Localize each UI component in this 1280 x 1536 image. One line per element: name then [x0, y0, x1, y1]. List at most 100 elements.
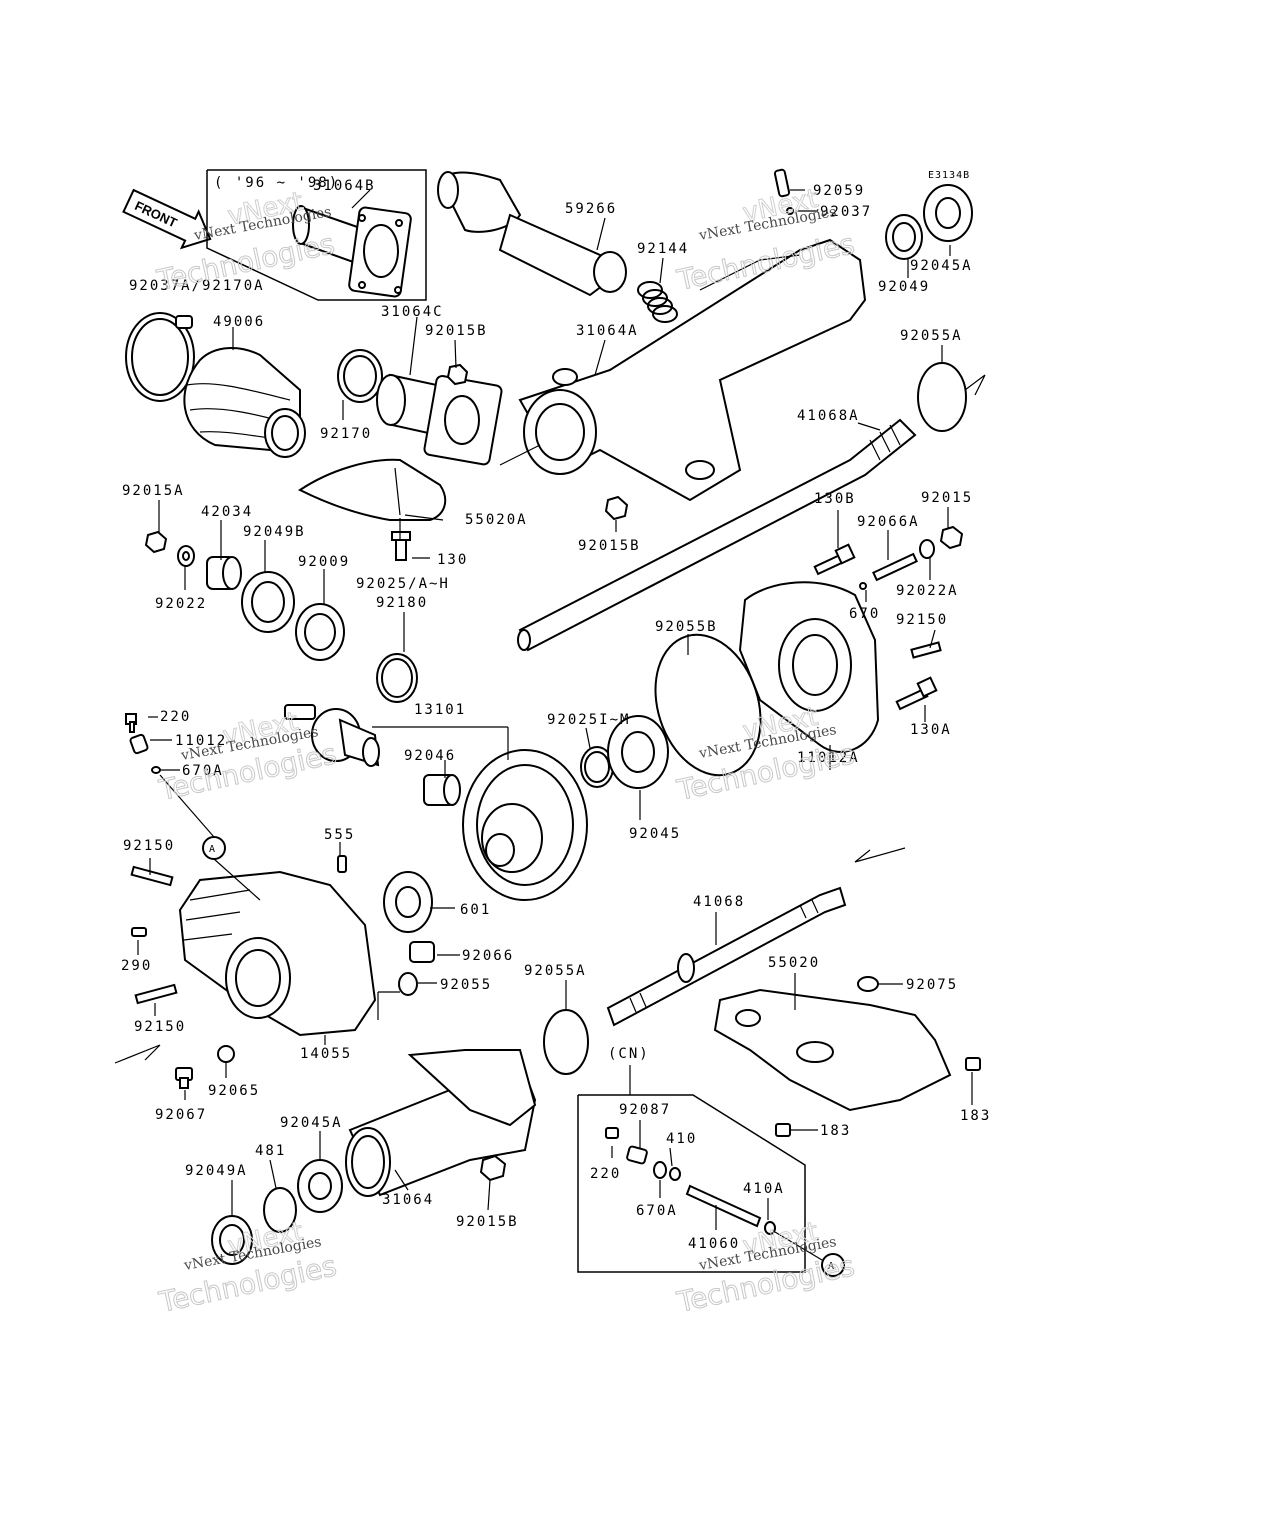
label-92037: 92037 [820, 204, 872, 220]
label-220-top: 220 [160, 709, 191, 725]
label-92045a-bot: 92045A [280, 1115, 343, 1131]
label-670a-bot: 670A [636, 1203, 678, 1219]
part-92009-seal [295, 603, 345, 661]
label-92150-left-1: 92150 [123, 838, 175, 854]
part-555-pin [337, 855, 347, 873]
part-92037-clip [786, 207, 794, 215]
year-range-note: ( '96 ~ '98) [214, 175, 339, 191]
part-92015b-nut-b [604, 495, 629, 521]
label-130b: 130B [814, 491, 856, 507]
part-13101-ring-gear [462, 749, 588, 901]
part-130a-bolt [895, 676, 938, 711]
callout-a-bottom-label: A [828, 1261, 835, 1272]
part-92015-nut [939, 525, 964, 550]
watermark-6: vNext vNext Technologies Technologies [673, 1216, 858, 1319]
part-92150-stud-left-2 [134, 983, 178, 1005]
label-92150-right: 92150 [896, 612, 948, 628]
part-11012-breather [129, 733, 149, 755]
part-41060-shaft [685, 1184, 762, 1228]
label-410: 410 [666, 1131, 697, 1147]
part-601-bearing [383, 871, 433, 933]
label-92015: 92015 [921, 490, 973, 506]
label-92045: 92045 [629, 826, 681, 842]
part-92087 [626, 1145, 648, 1165]
label-31064a: 31064A [576, 323, 639, 339]
part-92045a-bearing-bot [297, 1159, 343, 1213]
label-31064b: 31064B [313, 178, 376, 194]
label-31064: 31064 [382, 1192, 434, 1208]
part-183-bolt-a [965, 1057, 981, 1071]
label-92170: 92170 [320, 426, 372, 442]
label-220-bot: 220 [590, 1166, 621, 1182]
label-92015b-b: 92015B [578, 538, 641, 554]
leader-lines [137, 189, 973, 1261]
label-49006: 49006 [213, 314, 265, 330]
label-92067: 92067 [155, 1107, 207, 1123]
label-670a-top: 670A [182, 763, 224, 779]
label-92037a-92170a: 92037A/92170A [129, 278, 265, 294]
part-31064a-housing [518, 238, 867, 502]
part-130b-bolt [813, 543, 856, 576]
label-92049: 92049 [878, 279, 930, 295]
label-555: 555 [324, 827, 355, 843]
part-92055-oring [398, 972, 418, 996]
part-92180-shim [376, 653, 418, 703]
part-92075-cap [857, 976, 879, 992]
part-130-bolt [391, 531, 411, 561]
cn-note: (CN) [608, 1046, 650, 1062]
label-290: 290 [121, 958, 152, 974]
label-183-a: 183 [960, 1108, 991, 1124]
part-92015a-nut [144, 530, 168, 554]
part-92150-stud-left-1 [130, 865, 174, 887]
part-55020-skid-plate [713, 988, 952, 1112]
part-92150-stud-right [910, 641, 942, 659]
part-92066a-stud [872, 552, 918, 582]
part-13101-pinion [284, 704, 380, 767]
part-92055a-oring-top [917, 362, 967, 432]
label-11012: 11012 [175, 733, 227, 749]
callout-a-top-label: A [209, 844, 216, 855]
part-92015b-nut-c [479, 1154, 507, 1182]
label-55020: 55020 [768, 955, 820, 971]
watermark-5: vNext vNext Technologies Technologies [155, 1216, 340, 1319]
part-92022-washer [177, 545, 195, 567]
year-range-box: ( '96 ~ '98) [206, 169, 427, 301]
part-183-bolt-b [775, 1123, 791, 1137]
part-92067-plug [175, 1067, 193, 1089]
front-arrow-icon: FRONT [122, 188, 212, 250]
label-601: 601 [460, 902, 491, 918]
label-92015a: 92015A [122, 483, 185, 499]
part-670a-washer-bot [653, 1161, 667, 1179]
label-92015b-a: 92015B [425, 323, 488, 339]
part-92022a-washer [919, 539, 935, 559]
part-41068a-axle [517, 418, 917, 652]
label-41068a: 41068A [797, 408, 860, 424]
part-92170-clamp [337, 349, 383, 403]
label-92022: 92022 [155, 596, 207, 612]
part-92055a-oring-mid [543, 1009, 589, 1075]
label-92009: 92009 [298, 554, 350, 570]
label-130: 130 [437, 552, 468, 568]
part-31064b [292, 205, 412, 298]
part-92046-bearing [423, 774, 461, 806]
part-31064c-joint [376, 373, 503, 466]
label-41060: 41060 [688, 1236, 740, 1252]
label-14055: 14055 [300, 1046, 352, 1062]
part-481-snap-ring [263, 1187, 297, 1233]
label-183-b: 183 [820, 1123, 851, 1139]
label-92075: 92075 [906, 977, 958, 993]
label-92055: 92055 [440, 977, 492, 993]
alignment-arrows [114, 374, 986, 1064]
label-92144: 92144 [637, 241, 689, 257]
label-92087: 92087 [619, 1102, 671, 1118]
part-92144-spring [637, 281, 678, 323]
label-92049b: 92049B [243, 524, 306, 540]
part-59266-drive-shaft [437, 171, 627, 297]
part-92055b-oring [654, 633, 762, 777]
label-11012a: 11012A [797, 750, 860, 766]
part-14055-case [178, 870, 377, 1037]
label-92025-i-m: 92025I~M [547, 712, 630, 728]
part-92059-pin [773, 168, 791, 198]
part-92015b-nut-a [446, 363, 469, 386]
